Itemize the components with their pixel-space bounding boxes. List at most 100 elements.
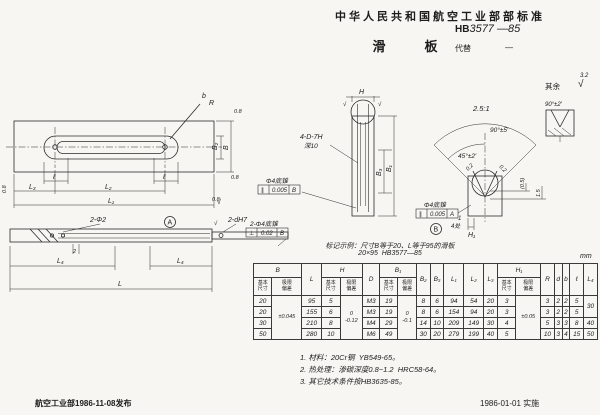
table-cell: 50: [583, 328, 598, 340]
depth-label: 深10: [304, 142, 318, 150]
table-cell: 20: [483, 295, 498, 307]
roughness-icon: √: [343, 101, 347, 108]
table-cell: 3: [496, 306, 517, 318]
table-cell: 3: [540, 306, 555, 318]
dim-05: (0.5): [520, 178, 526, 189]
dim-L: L: [118, 281, 122, 288]
finish-right-top: 0.8: [234, 109, 243, 115]
view-balloon-A: A: [168, 220, 173, 227]
table-cell: 3: [553, 317, 563, 329]
column-header: B: [252, 263, 303, 278]
table-cell: 3: [540, 295, 555, 307]
column-header: ℓ: [569, 263, 585, 296]
table-cell: 20: [252, 295, 273, 307]
sub-header: 基本 尺寸: [321, 277, 341, 296]
part-title: 滑 板: [372, 39, 438, 54]
places-note: 4处: [451, 222, 461, 230]
dim-L2: L₂: [105, 184, 112, 191]
table-cell: 30: [415, 328, 431, 340]
slot-width-label: b: [202, 93, 206, 100]
fcf-symbol: ⊥: [249, 230, 254, 237]
table-cell: 3: [561, 317, 571, 329]
table-cell: M6: [362, 328, 380, 340]
table-cell: 154: [443, 306, 465, 318]
finish-left: 0.8: [2, 184, 8, 193]
table-cell: 30: [483, 317, 498, 329]
fcf-datum: A: [449, 212, 454, 218]
end-view-labels: 90°±2′: [545, 102, 563, 108]
table-cell: 4: [496, 317, 517, 329]
fcf-symbol: ∥: [419, 211, 422, 218]
column-header: H: [321, 263, 364, 278]
table-cell: 3: [496, 295, 517, 307]
cone-sockets-label: 2-Φ4底锥: [249, 220, 279, 228]
column-header: L₁: [443, 263, 465, 296]
side-view-labels: 2-Φ2 A 2-dH7 √ 2-Φ4底锥 ⊥ 0.02 B L₄ L₄ L 2: [57, 217, 284, 288]
dim-1: 1: [458, 216, 461, 222]
table-cell: 2: [561, 295, 571, 307]
table-cell: 5: [569, 306, 585, 318]
column-header: B₂: [415, 263, 431, 296]
dim-B3: B₃: [376, 168, 383, 176]
replaces-value: —: [505, 43, 513, 52]
table-cell: 20: [429, 328, 445, 340]
table-cell: 280: [301, 328, 323, 340]
surface-rest-value: 3.2: [580, 73, 589, 79]
side-view-drawing: [9, 216, 289, 292]
table-cell: 199: [463, 328, 485, 340]
column-header: L₂: [463, 263, 485, 296]
table-cell: 20: [252, 306, 273, 318]
roughness-icon: √: [217, 198, 221, 206]
table-cell: 49: [378, 328, 399, 340]
finish-v-right: 0.2: [498, 164, 508, 174]
table-cell: 0 -0.1: [397, 295, 417, 340]
dim-H: H: [359, 89, 365, 96]
unit-label: mm: [580, 253, 592, 260]
dim-l-left: ℓ: [52, 174, 56, 181]
table-cell: 29: [378, 317, 399, 329]
fcf-symbol: ∥: [261, 187, 264, 194]
fcf-tolerance: 0.02: [261, 231, 273, 237]
dim-l-right: ℓ: [162, 174, 166, 181]
column-header: L: [301, 263, 323, 296]
section-view-labels: H √ √ 4-D-7H 深10 Φ4底锥 ∥ 0.005 B B₃ B₁: [261, 89, 393, 194]
table-cell: 149: [463, 317, 485, 329]
dim-15: 1.5: [536, 188, 542, 197]
table-cell: 155: [301, 306, 323, 318]
sub-header: 极限 偏差: [271, 277, 303, 296]
roughness-icon: √: [578, 79, 584, 90]
note-other-conditions: 3. 其它技术条件按HB3635-85。: [300, 377, 407, 386]
dowel-holes-label: 2-dH7: [227, 217, 248, 224]
standard-header: 中华人民共和国航空工业部部标准: [335, 11, 545, 23]
roughness-icon: √: [378, 101, 382, 108]
table-cell: 5: [321, 295, 341, 307]
table-cell: M3: [362, 295, 380, 307]
table-cell: 279: [443, 328, 465, 340]
dim-L4-right: L₄: [177, 258, 184, 265]
table-cell: 0 -0.12: [339, 295, 364, 340]
finish-corner: 0.8: [212, 197, 221, 203]
table-cell: 10: [540, 328, 555, 340]
small-holes-label: 2-Φ2: [89, 217, 106, 224]
sub-header: 极限 偏差: [339, 277, 364, 296]
table-cell: 5: [569, 295, 585, 307]
dim-L1: L₁: [108, 198, 115, 205]
section-view-drawing: [257, 96, 397, 217]
table-cell: 95: [301, 295, 323, 307]
table-cell: ±0.05: [515, 295, 542, 340]
detail-view-drawing: [415, 123, 546, 235]
table-cell: 6: [321, 306, 341, 318]
table-cell: 94: [443, 295, 465, 307]
finish-right-bottom: 0.8: [231, 175, 240, 181]
sub-header: 基本 尺寸: [252, 277, 273, 296]
table-cell: 10: [321, 328, 341, 340]
plan-view-drawing: [6, 103, 234, 208]
angle-90: 90°±5′: [490, 126, 509, 134]
table-cell: 19: [378, 306, 399, 318]
dim-B1: B₁: [386, 164, 393, 172]
view-balloon-B: B: [434, 227, 439, 234]
technical-notes: 1. 材料：20Cr钢 YB549-65。 2. 热处理：渗碳深度0.8~1.2…: [300, 352, 441, 388]
marking-example-line1: 标记示例：尺寸B等于20、L等于95的滑板: [325, 243, 455, 250]
